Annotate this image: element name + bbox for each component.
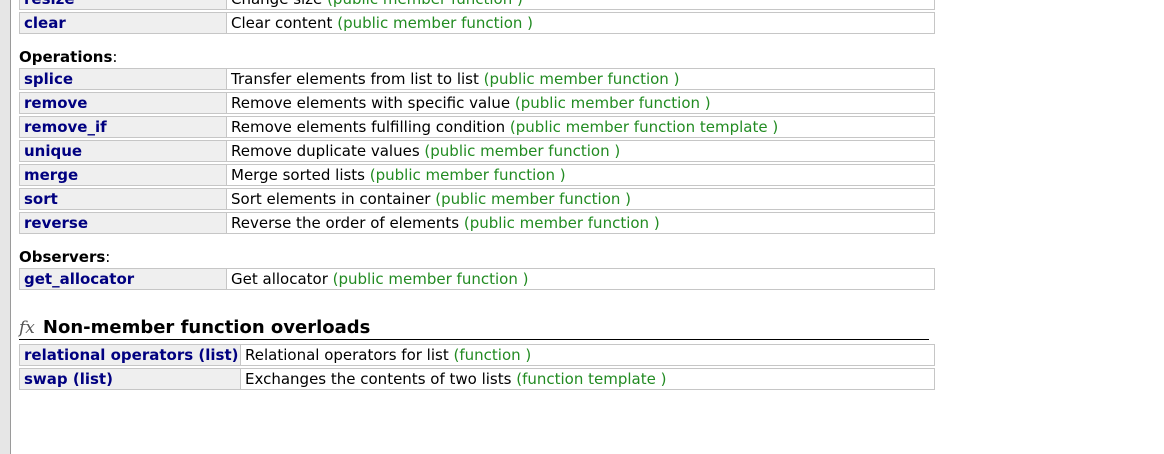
member-link-remove[interactable]: remove [19,92,226,114]
table-row: unique Remove duplicate values (public m… [19,140,935,162]
member-description: Get allocator (public member function ) [226,268,935,290]
section-heading-operations: Operations: [19,48,118,66]
table-row: sort Sort elements in container (public … [19,188,935,210]
modifiers-table: resize Change size (public member functi… [19,0,935,36]
member-link-swap[interactable]: swap (list) [19,368,240,390]
member-description: Transfer elements from list to list (pub… [226,68,935,90]
table-row: swap (list) Exchanges the contents of tw… [19,368,935,390]
member-description: Exchanges the contents of two lists (fun… [240,368,935,390]
member-description: Sort elements in container (public membe… [226,188,935,210]
table-row: remove Remove elements with specific val… [19,92,935,114]
table-row: clear Clear content (public member funct… [19,12,935,34]
table-row: reverse Reverse the order of elements (p… [19,212,935,234]
operations-table: splice Transfer elements from list to li… [19,66,935,236]
member-link-reverse[interactable]: reverse [19,212,226,234]
non-member-table: relational operators (list) Relational o… [19,342,935,392]
function-fx-icon: fx [19,318,35,338]
member-link-merge[interactable]: merge [19,164,226,186]
table-row: relational operators (list) Relational o… [19,344,935,366]
non-member-section-header: fx Non-member function overloads [19,312,929,340]
observers-table: get_allocator Get allocator (public memb… [19,266,935,292]
member-link-remove-if[interactable]: remove_if [19,116,226,138]
member-link-get-allocator[interactable]: get_allocator [19,268,226,290]
member-description: Relational operators for list (function … [240,344,935,366]
non-member-section-title: Non-member function overloads [42,317,371,338]
member-link-resize[interactable]: resize [19,0,226,10]
member-description: Reverse the order of elements (public me… [226,212,935,234]
member-link-splice[interactable]: splice [19,68,226,90]
member-description: Remove elements with specific value (pub… [226,92,935,114]
member-description: Merge sorted lists (public member functi… [226,164,935,186]
table-row: resize Change size (public member functi… [19,0,935,10]
member-description: Clear content (public member function ) [226,12,935,34]
member-link-unique[interactable]: unique [19,140,226,162]
member-link-sort[interactable]: sort [19,188,226,210]
member-description: Remove duplicate values (public member f… [226,140,935,162]
left-frame-border [0,0,11,454]
section-heading-observers: Observers: [19,248,111,266]
table-row: get_allocator Get allocator (public memb… [19,268,935,290]
table-row: remove_if Remove elements fulfilling con… [19,116,935,138]
member-description: Change size (public member function ) [226,0,935,10]
member-link-relational-operators[interactable]: relational operators (list) [19,344,240,366]
table-row: splice Transfer elements from list to li… [19,68,935,90]
reference-content: resize Change size (public member functi… [19,0,935,392]
member-description: Remove elements fulfilling condition (pu… [226,116,935,138]
member-link-clear[interactable]: clear [19,12,226,34]
table-row: merge Merge sorted lists (public member … [19,164,935,186]
